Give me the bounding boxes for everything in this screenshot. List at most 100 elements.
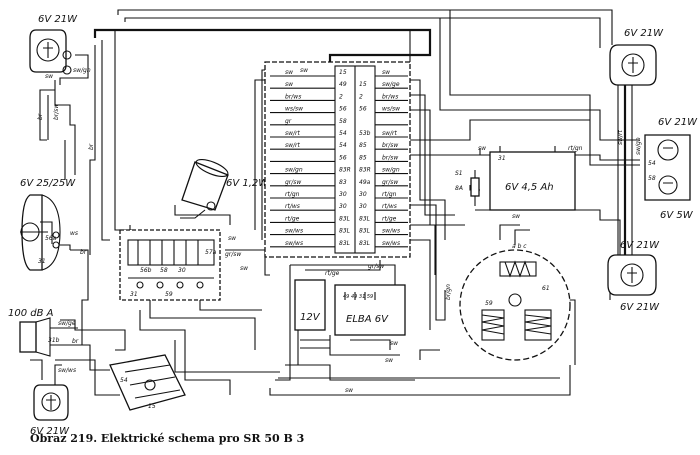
- connector-pin-b: 30: [359, 203, 367, 210]
- connector-pin-a: 30: [339, 191, 347, 198]
- connector-wire-right-label: rt/ge: [382, 215, 397, 222]
- connector-pin-a: 30: [339, 203, 347, 210]
- connector-wire-right-label: sw/ws: [382, 240, 400, 247]
- connector-pin-b: 85: [359, 154, 367, 161]
- lamp-label-right-5w: 6V 5W: [660, 210, 694, 221]
- lamp-right-mid: [644, 134, 691, 201]
- connector-wire-right-label: sw/ws: [382, 228, 400, 235]
- connector-wire-right-label: br/sw: [382, 142, 398, 149]
- connector-pin-a: 54: [339, 130, 347, 137]
- wires: [30, 9, 640, 396]
- magneto: [459, 249, 571, 361]
- connector-pin-b: 83L: [359, 228, 370, 235]
- regulator-v-label: 12V: [300, 312, 321, 323]
- wire-label: sw/gn: [635, 137, 642, 155]
- connector-wire-left-label: gr: [285, 118, 292, 125]
- wire-label: sw: [45, 73, 53, 80]
- connector-pin-b: 2: [359, 93, 363, 100]
- connector-wire-left-label: sw/ws: [285, 228, 303, 235]
- connector-pin-a: 83L: [339, 228, 350, 235]
- wire-label: ws: [70, 230, 78, 237]
- connector-wire-right-label: sw/gn: [382, 167, 400, 174]
- pin-label: 15: [148, 403, 156, 410]
- lamp-right-bottom: [607, 254, 657, 296]
- connector-pin-b: 56: [359, 106, 367, 113]
- switch-block: [119, 229, 221, 301]
- connector-wire-right-label: sw: [382, 69, 390, 76]
- connector-wire-left-label: sw/rt: [285, 142, 301, 149]
- connector-wire-right-label: sw/rt: [382, 130, 398, 137]
- connector-pin-a: 49: [339, 81, 347, 88]
- connector-wire-right-label: ws/sw: [382, 106, 400, 113]
- connector-wire-left-label: sw: [285, 81, 293, 88]
- wire-label: br: [72, 338, 79, 345]
- connector-wire-right-label: rt/gn: [382, 191, 397, 198]
- regulator: [294, 279, 406, 349]
- connector-wire-right-label: gr/sw: [382, 179, 398, 186]
- wire-label: br/gn: [445, 284, 452, 300]
- figure-caption: Obraz 219. Elektrické schema pro SR 50 B…: [30, 432, 305, 445]
- pin-label: 58: [648, 175, 656, 182]
- connector-pin-b: 53b: [359, 130, 371, 137]
- pin-label: a b c: [512, 243, 527, 250]
- wire-label: gr/sw: [368, 263, 384, 270]
- lamp-label-headlamp: 6V 25/25W: [20, 178, 76, 189]
- connector-wire-left-label: rt/ws: [285, 203, 300, 210]
- bulb-speedo: [180, 158, 229, 219]
- connector-pin-a: 56: [339, 106, 347, 113]
- wire-label: br/sw: [53, 104, 60, 120]
- lamp-label-right-top: 6V 21W: [624, 28, 664, 39]
- battery: [489, 146, 576, 211]
- wire-label: sw: [385, 357, 393, 364]
- connector-pin-b: 49a: [359, 179, 371, 186]
- pin-label: 31: [38, 258, 46, 265]
- battery-label: 6V 4,5 Ah: [505, 182, 554, 193]
- connector-pin-b: 83L: [359, 215, 370, 222]
- connector-wire-right-label: br/ws: [382, 93, 398, 100]
- connector-wire-left-label: br/ws: [285, 93, 301, 100]
- ignition-switch: [109, 354, 186, 411]
- pin-label: 31b: [48, 337, 60, 344]
- fuse-label: 8A: [455, 185, 463, 192]
- connector-pin-b: 30: [359, 191, 367, 198]
- connector-wire-left-label: sw/gn: [285, 167, 303, 174]
- wire-label: sw: [390, 340, 398, 347]
- wire-label: sw: [512, 213, 520, 220]
- connector-pin-a: 83: [339, 179, 347, 186]
- connector-wire-right-label: br/sw: [382, 154, 398, 161]
- pin-label: 30: [178, 267, 186, 274]
- connector-wire-left-label: sw/rt: [285, 130, 301, 137]
- pin-label: 31: [130, 291, 138, 298]
- connector-pin-a: 58: [339, 118, 347, 125]
- connector-wire-left-label: sw/ws: [285, 240, 303, 247]
- wire-label: sw/ws: [58, 367, 76, 374]
- horn-label: 100 dB A: [8, 308, 54, 319]
- connector-wire-left-label: gr/sw: [285, 179, 301, 186]
- wire-label: rt/gn: [568, 145, 583, 152]
- wire-label: sw: [345, 387, 353, 394]
- connector-pin-a: 15: [339, 69, 347, 76]
- lamp-label-bulb: 6V 1,2W: [226, 178, 269, 189]
- wire-label: br: [88, 143, 95, 150]
- pin-label: 56b: [140, 267, 152, 274]
- wire-label: rt/ge: [325, 270, 340, 277]
- pin-label: 54: [120, 377, 128, 384]
- connector-pin-a: 83L: [339, 215, 350, 222]
- connector-block: [264, 61, 411, 258]
- wire-label: gr/sw: [225, 251, 241, 258]
- fuse-code: S1: [455, 170, 463, 177]
- connector-pin-a: 83L: [339, 240, 350, 247]
- pin-label: 49 49 31 59: [343, 294, 373, 300]
- connector-pin-a: 56: [339, 154, 347, 161]
- connector-pin-a: 83R: [339, 167, 351, 174]
- lamp-right-top: [609, 44, 657, 86]
- connector-pin-b: 83L: [359, 240, 370, 247]
- pin-label: 31: [498, 155, 506, 162]
- connector-pin-b: 15: [359, 81, 367, 88]
- wire-label: sw/gn: [73, 67, 91, 74]
- pin-label: 54: [648, 160, 656, 167]
- wire-label: br: [80, 249, 87, 256]
- pin-label: 59: [165, 291, 173, 298]
- pin-label: 58: [160, 267, 168, 274]
- wire-label: sw: [240, 265, 248, 272]
